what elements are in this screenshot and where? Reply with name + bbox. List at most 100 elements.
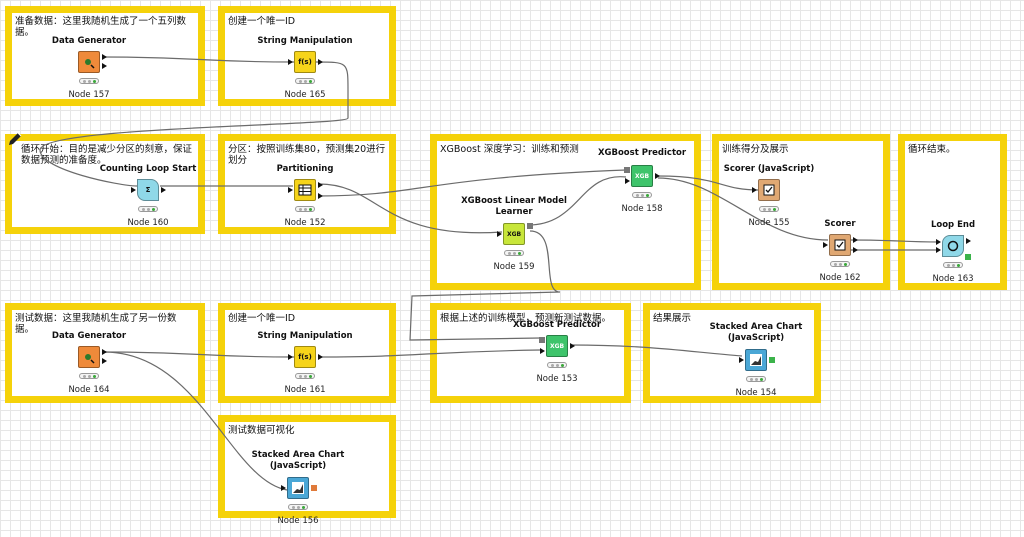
output-port[interactable] bbox=[318, 354, 323, 360]
input-port[interactable] bbox=[936, 239, 941, 245]
xgboost-predictor-icon: XGB bbox=[546, 335, 568, 357]
annotation-test-visualization[interactable]: 测试数据可视化 bbox=[218, 415, 396, 518]
status-indicator bbox=[632, 192, 652, 198]
status-indicator bbox=[295, 78, 315, 84]
node-label: Node 157 bbox=[68, 90, 110, 100]
image-output-port[interactable] bbox=[769, 357, 775, 363]
loop-end-icon bbox=[942, 235, 964, 257]
status-indicator bbox=[943, 262, 963, 268]
output-port[interactable] bbox=[853, 237, 858, 243]
node-label: Node 159 bbox=[493, 262, 535, 272]
status-indicator bbox=[295, 206, 315, 212]
node-title: String Manipulation bbox=[257, 331, 353, 341]
node-label: Node 154 bbox=[735, 388, 777, 398]
node-label: Node 163 bbox=[932, 274, 974, 284]
connection bbox=[657, 177, 829, 241]
input-port[interactable] bbox=[288, 187, 293, 193]
connection bbox=[103, 351, 288, 491]
output-port[interactable] bbox=[570, 343, 575, 349]
image-output-port[interactable] bbox=[311, 485, 317, 491]
node-title: Data Generator bbox=[51, 36, 127, 46]
status-indicator bbox=[79, 78, 99, 84]
input-port[interactable] bbox=[288, 59, 293, 65]
connection bbox=[318, 183, 503, 234]
input-port[interactable] bbox=[131, 187, 136, 193]
input-port[interactable] bbox=[936, 247, 941, 253]
status-indicator bbox=[759, 206, 779, 212]
flow-variable-port[interactable] bbox=[965, 254, 971, 260]
pencil-icon[interactable] bbox=[7, 131, 23, 147]
xgboost-predictor-icon: XGB bbox=[631, 165, 653, 187]
annotation-text: 结果展示 bbox=[653, 313, 692, 324]
annotation-text: 循环开始：目的是减少分区的刻意，保证数据预测的准备度。 bbox=[21, 144, 193, 166]
status-indicator bbox=[288, 504, 308, 510]
node-title: XGBoost Predictor bbox=[597, 148, 687, 158]
annotation-predict[interactable]: 根据上述的训练模型，预测新测试数据。 bbox=[430, 303, 631, 403]
output-port[interactable] bbox=[318, 182, 323, 188]
input-port[interactable] bbox=[540, 348, 545, 354]
node-label: Node 155 bbox=[748, 218, 790, 228]
node-title: Data Generator bbox=[51, 331, 127, 341]
annotation-loop-start[interactable]: 循环开始：目的是减少分区的刻意，保证数据预测的准备度。 bbox=[5, 134, 205, 234]
status-indicator bbox=[79, 373, 99, 379]
node-label: Node 160 bbox=[127, 218, 169, 228]
annotation-text: 创建一个唯一ID bbox=[228, 16, 296, 27]
node-label: Node 152 bbox=[284, 218, 326, 228]
connection bbox=[569, 344, 743, 357]
input-port[interactable] bbox=[625, 178, 630, 184]
annotation-result[interactable]: 结果展示 bbox=[643, 303, 821, 403]
connection bbox=[318, 169, 627, 197]
connection bbox=[849, 239, 941, 243]
connection bbox=[39, 61, 349, 187]
output-port[interactable] bbox=[102, 63, 107, 69]
input-port[interactable] bbox=[497, 231, 502, 237]
node-title: XGBoost Linear Model Learner bbox=[461, 196, 567, 217]
stacked-area-chart-icon bbox=[287, 477, 309, 499]
output-port[interactable] bbox=[853, 247, 858, 253]
status-indicator bbox=[547, 362, 567, 368]
output-port[interactable] bbox=[102, 358, 107, 364]
output-port[interactable] bbox=[318, 59, 323, 65]
status-indicator bbox=[295, 373, 315, 379]
node-title: Loop End bbox=[930, 220, 976, 230]
input-port[interactable] bbox=[752, 187, 757, 193]
node-label: Node 153 bbox=[536, 374, 578, 384]
output-port[interactable] bbox=[102, 54, 107, 60]
stacked-area-chart-icon bbox=[745, 349, 767, 371]
node-label: Node 162 bbox=[819, 273, 861, 283]
output-port[interactable] bbox=[318, 193, 323, 199]
node-title: Stacked Area Chart (JavaScript) bbox=[251, 450, 345, 471]
node-label: Node 165 bbox=[284, 90, 326, 100]
annotation-text: 循环结束。 bbox=[908, 144, 956, 155]
annotation-text: 创建一个唯一ID bbox=[228, 313, 296, 324]
string-manipulation-icon: f(s) bbox=[294, 51, 316, 73]
node-label: Node 164 bbox=[68, 385, 110, 395]
status-indicator bbox=[746, 376, 766, 382]
annotation-prepare-data[interactable]: 准备数据：这里我随机生成了一个五列数据。 bbox=[5, 6, 205, 106]
input-port[interactable] bbox=[281, 485, 286, 491]
annotation-text: 训练得分及展示 bbox=[722, 144, 789, 155]
node-title: Counting Loop Start bbox=[99, 164, 197, 174]
model-input-port[interactable] bbox=[539, 337, 545, 343]
connection bbox=[103, 351, 295, 358]
string-manipulation-icon: f(s) bbox=[294, 346, 316, 368]
output-port[interactable] bbox=[655, 173, 660, 179]
annotation-text: 测试数据可视化 bbox=[228, 425, 295, 436]
output-port[interactable] bbox=[966, 238, 971, 244]
output-port[interactable] bbox=[102, 349, 107, 355]
loop-start-icon: Σ bbox=[137, 179, 159, 201]
output-port[interactable] bbox=[161, 187, 166, 193]
annotation-text: 准备数据：这里我随机生成了一个五列数据。 bbox=[15, 16, 187, 38]
model-input-port[interactable] bbox=[624, 167, 630, 173]
node-title: XGBoost Predictor bbox=[512, 320, 602, 330]
partitioning-icon bbox=[294, 179, 316, 201]
input-port[interactable] bbox=[288, 354, 293, 360]
annotation-text: XGBoost 深度学习：训练和预测 bbox=[440, 144, 579, 155]
input-port[interactable] bbox=[739, 357, 744, 363]
status-indicator bbox=[830, 261, 850, 267]
annotation-score[interactable]: 训练得分及展示 bbox=[712, 134, 890, 290]
input-port[interactable] bbox=[823, 242, 828, 248]
annotation-test-data[interactable]: 测试数据：这里我随机生成了另一份数据。 bbox=[5, 303, 205, 403]
model-output-port[interactable] bbox=[527, 223, 533, 229]
